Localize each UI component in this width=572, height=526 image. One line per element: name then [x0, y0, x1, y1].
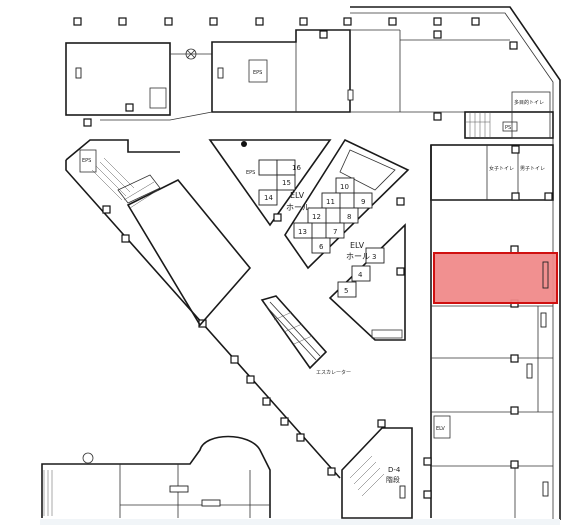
elevator-label-14: 14 [264, 194, 273, 202]
highlighted-room[interactable] [433, 252, 558, 304]
top-columns [73, 17, 480, 26]
escalator-label: エスカレーター [316, 369, 351, 376]
multi-toilet-label: 多目的トイレ [514, 99, 544, 106]
elevator-label-9: 9 [361, 198, 365, 206]
diagonal-unit [117, 174, 252, 327]
bottom-left-building [41, 435, 271, 518]
elevator-label-3: 3 [372, 253, 376, 261]
mens-toilet-label: 男子トイレ [520, 165, 545, 172]
elevator-label-7: 7 [333, 228, 337, 236]
elevator-label-10: 10 [340, 183, 349, 191]
elevator-label-6: 6 [319, 243, 324, 251]
elevator-label-16: 16 [292, 164, 301, 172]
womens-toilet-label: 女子トイレ [489, 165, 514, 172]
escalator: エスカレーター [260, 295, 351, 376]
toilet-block: 多目的トイレ PS 女子トイレ 男子トイレ [430, 91, 554, 201]
elevator-hall-right: 3 4 5 ELV ホール [328, 223, 406, 341]
stair-label-b: 階段 [386, 475, 400, 484]
eps-hall-label: EPS [246, 170, 255, 176]
elevator-label-11: 11 [326, 198, 335, 206]
elevator-label-4: 4 [358, 271, 363, 279]
elevator-hall-left: 16 15 14 ELV ホール EPS [208, 139, 332, 227]
elv-hall-1-label-a: ELV [290, 191, 305, 200]
room-upper-left [65, 42, 212, 116]
stair-block: D-4 階段 [341, 419, 432, 519]
elevator-label-13: 13 [298, 228, 307, 236]
rooms-top-center: EPS [211, 29, 518, 113]
elevator-label-5: 5 [344, 287, 348, 295]
elevator-label-12: 12 [312, 213, 321, 221]
stair-label-a: D-4 [388, 466, 401, 474]
right-rooms: ELV [430, 145, 553, 518]
diagonal-wall: EPS [65, 139, 341, 479]
elv-hall-1-label-b: ホール [286, 203, 310, 212]
elevator-label-15: 15 [282, 179, 291, 187]
small-room-label: EPS [253, 70, 262, 76]
elevator-bank-center: 10 11 12 13 9 8 7 6 [273, 138, 410, 270]
elv-hall-2-label-a: ELV [350, 241, 365, 250]
corridor [83, 103, 465, 127]
elv-hall-2-label-b: ホール [346, 252, 370, 261]
elv-small-label: ELV [436, 426, 445, 432]
eps-left-label: EPS [82, 158, 91, 164]
bottom-strip [40, 519, 560, 525]
ps-label: PS [505, 125, 511, 131]
elevator-label-8: 8 [347, 213, 351, 221]
